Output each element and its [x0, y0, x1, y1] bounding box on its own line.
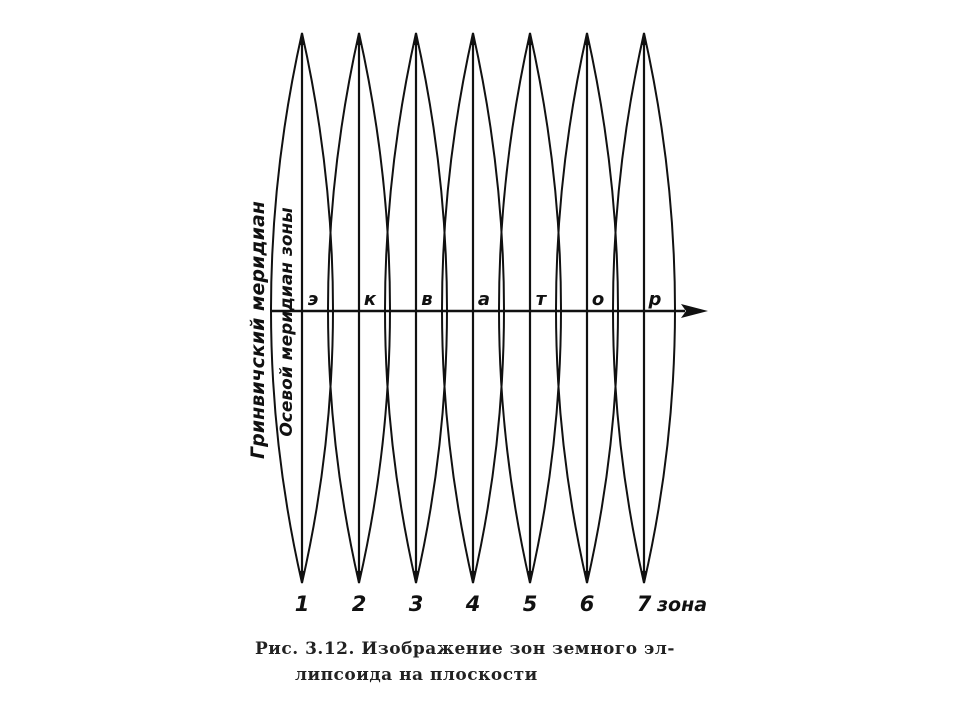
- lens-tip: [584, 571, 590, 583]
- zone-lenses: [270, 32, 676, 584]
- equator-letter: а: [478, 289, 490, 310]
- equator-letter: к: [364, 289, 377, 310]
- lens-tip: [413, 33, 419, 45]
- equator-arrowhead: [681, 304, 708, 318]
- lens-tip: [299, 33, 305, 45]
- lens-tip: [641, 571, 647, 583]
- lens-tip: [470, 571, 476, 583]
- lens-tip: [356, 33, 362, 45]
- lens-tip: [356, 571, 362, 583]
- zone-number: 5: [523, 592, 538, 616]
- zone-number: 1: [295, 592, 310, 616]
- equator-letter: р: [648, 289, 662, 310]
- zone-word: зона: [656, 594, 707, 616]
- caption-prefix: Рис. 3.12.: [255, 639, 355, 659]
- equator-letter: о: [592, 289, 604, 310]
- lens-tip: [527, 33, 533, 45]
- zone-number: 3: [409, 592, 424, 616]
- equator-letter: т: [536, 289, 548, 310]
- axial-meridians: [300, 41, 646, 575]
- zone-number: 7: [637, 592, 652, 616]
- lens-tip: [299, 571, 305, 583]
- lens-tip: [584, 33, 590, 45]
- caption-line2: липсоида на плоскости: [295, 665, 538, 685]
- equator-letter: э: [308, 289, 319, 310]
- caption-line1: Изображение зон земного эл-: [361, 639, 675, 659]
- axial-meridian-label: Осевой меридиан зоны: [277, 207, 297, 436]
- lens-tip: [641, 33, 647, 45]
- lens-tip: [413, 571, 419, 583]
- zone-number: 2: [352, 592, 367, 616]
- zone-number: 4: [465, 592, 481, 616]
- figure-caption: Рис. 3.12. Изображение зон земного эл- л…: [255, 636, 725, 688]
- greenwich-meridian-label: Гринвичский меридиан: [247, 201, 269, 459]
- zone-number: 6: [580, 592, 595, 616]
- equator-letter: в: [421, 289, 432, 310]
- lens-tip: [470, 33, 476, 45]
- lens-tip: [527, 571, 533, 583]
